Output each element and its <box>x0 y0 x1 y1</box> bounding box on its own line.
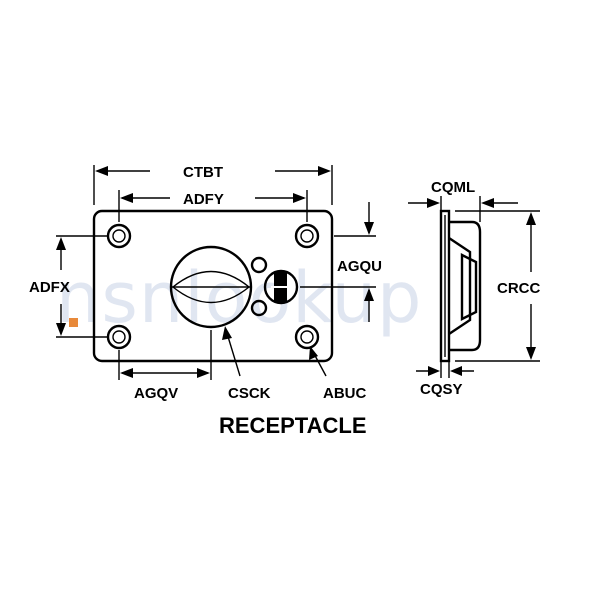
label-adfy: ADFY <box>183 191 224 208</box>
dimension-lines-front <box>56 165 376 380</box>
side-plate <box>439 209 451 363</box>
label-adfx: ADFX <box>29 279 70 296</box>
label-crcc: CRCC <box>497 280 540 297</box>
mounting-plate <box>92 209 334 363</box>
label-csck: CSCK <box>228 385 271 402</box>
side-body <box>449 220 482 352</box>
label-ctbt: CTBT <box>183 164 223 181</box>
mounting-hole-bottom-right <box>294 324 320 350</box>
diagram-title: RECEPTACLE <box>219 413 367 438</box>
label-cqml: CQML <box>431 179 475 196</box>
side-stud-loop <box>460 253 478 321</box>
side-stud <box>448 237 472 335</box>
small-hole-lower <box>250 299 268 317</box>
stud-hole <box>169 245 253 329</box>
watermark-accent-dot <box>69 318 78 327</box>
small-hole-upper <box>250 256 268 274</box>
side-view <box>439 209 482 363</box>
mounting-hole-top-right <box>294 223 320 249</box>
label-agqv: AGQV <box>134 385 178 402</box>
mounting-hole-top-left <box>106 223 132 249</box>
front-view <box>92 209 334 363</box>
label-cqsy: CQSY <box>420 381 463 398</box>
locking-stud <box>263 269 299 305</box>
label-abuc: ABUC <box>323 385 366 402</box>
label-agqu: AGQU <box>337 258 382 275</box>
dimension-lines-side <box>408 196 540 378</box>
